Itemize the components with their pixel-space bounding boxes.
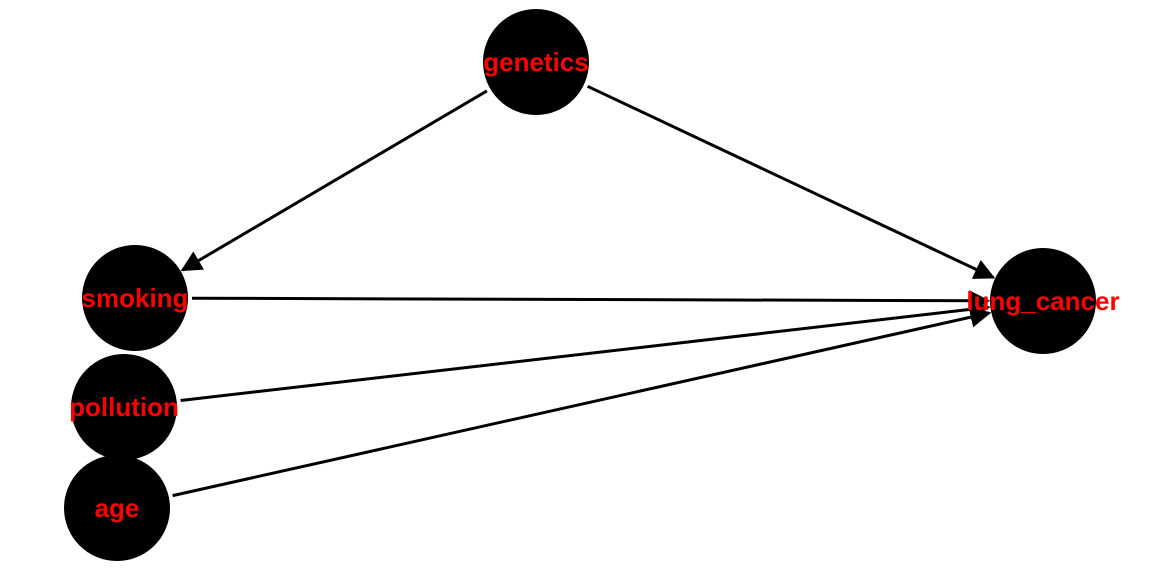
edge-pollution-to-lung_cancer: [180, 299, 991, 402]
node-label-age: age: [95, 493, 140, 523]
node-age: [64, 455, 170, 561]
node-genetics: [483, 9, 589, 115]
edge-age-to-lung_cancer: [172, 306, 992, 498]
nodes-layer: [64, 9, 1096, 561]
node-lung_cancer: [990, 248, 1096, 354]
node-label-pollution: pollution: [69, 392, 179, 422]
node-label-smoking: smoking: [82, 283, 189, 313]
node-label-genetics: genetics: [483, 47, 589, 77]
node-pollution: [71, 354, 177, 460]
node-label-lung_cancer: lung_cancer: [966, 286, 1119, 316]
edge-smoking-to-lung_cancer: [191, 290, 991, 312]
edge-genetics-to-lung_cancer: [586, 84, 996, 279]
edge-genetics-to-smoking: [180, 89, 488, 272]
node-smoking: [82, 245, 188, 351]
labels-layer: genetics smoking pollution age lung_cancer: [69, 47, 1119, 523]
edges-layer: [172, 84, 996, 498]
